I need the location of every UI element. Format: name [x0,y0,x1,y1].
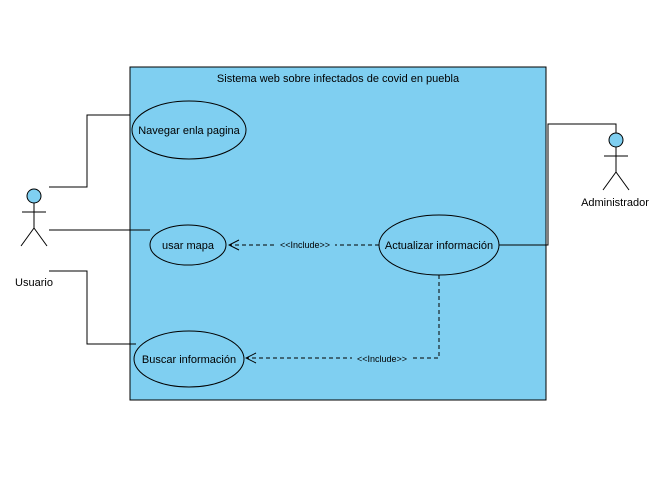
use-case-actualizar-label: Actualizar información [385,240,493,252]
use-case-actualizar-ellipse [378,214,500,276]
actor-usuario-label: Usuario [15,277,53,289]
include-arrow-buscar [246,275,440,358]
use-case-buscar-ellipse [133,330,245,388]
use-case-usar-mapa[interactable]: usar mapa [149,224,227,266]
use-case-navegar[interactable]: Navegar enla pagina [131,100,247,160]
association-usuario-buscar [49,270,136,345]
actor-administrador-figure-icon [602,132,630,191]
actor-usuario-figure-icon [20,188,48,247]
association-usuario-navegar [49,114,130,188]
use-case-usar-mapa-ellipse [149,224,227,266]
actor-administrador-label: Administrador [581,197,649,209]
use-case-navegar-label: Navegar enla pagina [138,125,240,137]
association-admin-actualizar [498,123,617,246]
include-label-mapa: <<Include>> [280,240,330,250]
include-label-mask-buscar [352,353,412,365]
system-title: Sistema web sobre infectados de covid en… [217,73,460,85]
use-case-navegar-ellipse [131,100,247,160]
actor-usuario[interactable]: Usuario [15,188,53,289]
include-label-buscar: <<Include>> [357,354,407,364]
actor-administrador[interactable]: Administrador [581,132,649,209]
use-case-usar-mapa-label: usar mapa [162,240,215,252]
use-case-actualizar[interactable]: Actualizar información [378,214,500,276]
use-case-buscar[interactable]: Buscar información [133,330,245,388]
use-case-buscar-label: Buscar información [142,354,236,366]
include-label-mask-mapa [275,239,335,251]
